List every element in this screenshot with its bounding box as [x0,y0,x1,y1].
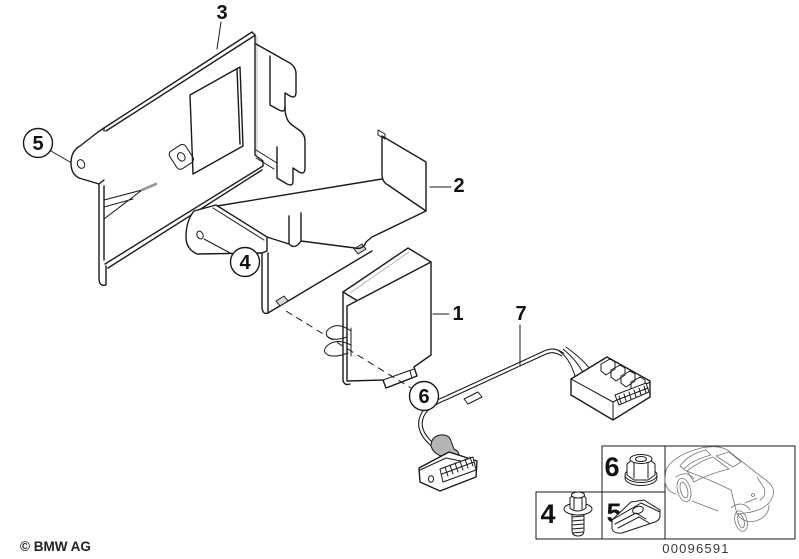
callout-5-circle[interactable] [22,127,54,159]
connector-small-pinfield [439,456,477,483]
connector-small-hole [428,475,434,483]
callouts: 3 5 2 4 1 6 7 [22,2,527,412]
bracket3-lower-flange [276,129,306,186]
module-top-shade [349,251,410,294]
bracket2-left-wall [261,252,269,315]
hardware-label-6[interactable]: 6 [604,452,619,482]
hardware-label-4[interactable]: 4 [540,499,555,529]
footer: © BMW AG 00096591 [20,539,729,556]
callout-4[interactable]: 4 [239,252,251,274]
bracket3-tab5 [70,127,105,185]
bracket3-hole-5 [76,159,86,169]
bracket3-corner-tab [255,149,278,170]
bracket3-flange-scurve [284,106,300,131]
leader-6-dashed [285,310,412,389]
callout-2[interactable]: 2 [453,175,464,197]
leader-4 [203,238,233,255]
bracket3-bottom-edge [104,165,264,269]
connector-large-pins [616,385,649,404]
control-module-part-1 [324,247,432,389]
part-number: 00096591 [662,541,729,556]
connector-small [418,434,478,492]
leader-5 [50,150,71,163]
bracket-part-2 [185,129,427,315]
car-inset-box [664,445,796,540]
car-sketch [664,446,774,532]
callout-3[interactable]: 3 [216,2,227,24]
bracket3-upper-flange [255,43,297,112]
callout-1[interactable]: 1 [452,303,463,325]
bracket2-tab4 [185,204,268,255]
screw-icon [563,491,593,537]
bracket3-left-flange [98,183,107,287]
callout-5[interactable]: 5 [32,133,43,155]
bracket2-far-edge [216,178,383,207]
connector-large [570,356,651,421]
bracket2-rear-wall [381,135,427,212]
bracket3-center-hole-tab [168,143,194,170]
module-front-face [346,261,432,389]
callout-4-circle[interactable] [229,246,261,278]
leader-3 [216,21,222,50]
copyright-text: © BMW AG [20,539,91,554]
callout-7[interactable]: 7 [515,303,526,325]
connector-large-keys [600,358,646,394]
bracket2-wall-peg [377,129,386,140]
bracket2-near-edge-slot [266,210,427,250]
connector-small-pins [441,456,475,477]
bracket2-peg-left [275,295,289,307]
module-left-edge [342,291,351,386]
bracket-part-3 [70,31,306,287]
bracket3-spring-tip [140,182,158,192]
callout-6[interactable]: 6 [418,386,429,408]
bracket3-right-edge [254,34,264,167]
hardware-box: 6 4 5 [535,445,796,540]
clip-icon [611,499,661,534]
bracket3-cutout [189,66,244,175]
bracket3-fold-triangle [103,189,143,220]
cable-sleeve [463,391,483,405]
callout-6-circle[interactable] [408,380,440,412]
nut-icon [624,454,658,486]
bracket2-tab4-fold [212,207,265,241]
cable-inner [419,349,564,450]
module-recess [382,368,415,388]
bracket3-plate-top-edge [103,31,256,132]
bracket2-hole-4 [196,230,204,240]
